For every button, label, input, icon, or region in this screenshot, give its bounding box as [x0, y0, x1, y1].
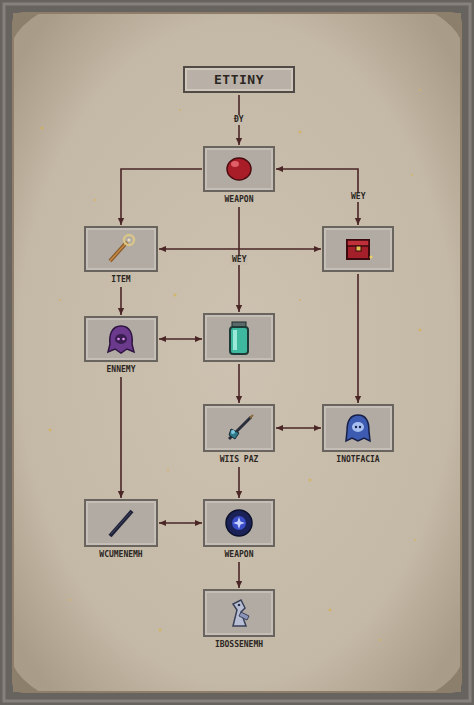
item-node: WEAPON — [203, 499, 275, 560]
potion-icon — [219, 318, 259, 358]
wand-icon — [101, 232, 141, 266]
orb-icon — [219, 506, 259, 540]
item-node: WEAPON — [203, 146, 275, 205]
staff-icon — [101, 506, 141, 540]
node-label: WIIS PAZ — [203, 455, 275, 465]
connector-arrow — [276, 169, 358, 225]
connector-arrow — [238, 562, 240, 588]
icon-box — [84, 499, 158, 547]
item-node: WIIS PAZ — [203, 404, 275, 465]
item-node — [322, 226, 394, 272]
title-text: ETTINY — [214, 72, 264, 87]
item-node: ITEM — [84, 226, 158, 285]
sword-icon — [219, 411, 259, 445]
edge-label: ÐY — [232, 115, 246, 125]
connector-arrow — [238, 467, 240, 498]
connector-arrow — [357, 274, 359, 403]
connector-arrow — [238, 364, 240, 403]
icon-box — [203, 146, 275, 192]
item-node — [203, 313, 275, 362]
connector-arrow — [120, 377, 122, 498]
node-label: IBOSSENEMH — [203, 640, 275, 650]
connector-arrow — [159, 248, 321, 250]
node-label: WEAPON — [203, 550, 275, 560]
connector-arrow — [159, 522, 202, 524]
icon-box — [84, 316, 158, 362]
connector-arrow — [159, 338, 202, 340]
boss-icon — [219, 596, 259, 630]
chest-icon — [338, 232, 378, 266]
icon-box — [322, 226, 394, 272]
edge-label: WEY — [349, 192, 367, 202]
enemy-node: WCUMENEMH — [84, 499, 158, 560]
icon-box — [203, 404, 275, 452]
enemy-node: ENNEMY — [84, 316, 158, 375]
edge-label: WEY — [230, 255, 248, 265]
node-label: INOTFACIA — [322, 455, 394, 465]
node-label: WEAPON — [203, 195, 275, 205]
node-label: ITEM — [84, 275, 158, 285]
connector-arrow — [120, 287, 122, 315]
icon-box — [84, 226, 158, 272]
boss-node: IBOSSENEMH — [203, 589, 275, 650]
icon-box — [203, 589, 275, 637]
title-box: ETTINY — [183, 66, 295, 93]
enemy-icon — [101, 322, 141, 356]
icon-box — [322, 404, 394, 452]
gem-icon — [219, 152, 259, 186]
title-frame: ETTINY — [183, 66, 295, 93]
enemy-node: INOTFACIA — [322, 404, 394, 465]
node-label: ENNEMY — [84, 365, 158, 375]
node-label: WCUMENEMH — [84, 550, 158, 560]
ghost-icon — [338, 411, 378, 445]
connector-arrow — [121, 169, 202, 225]
connector-arrow — [276, 427, 321, 429]
icon-box — [203, 499, 275, 547]
icon-box — [203, 313, 275, 362]
